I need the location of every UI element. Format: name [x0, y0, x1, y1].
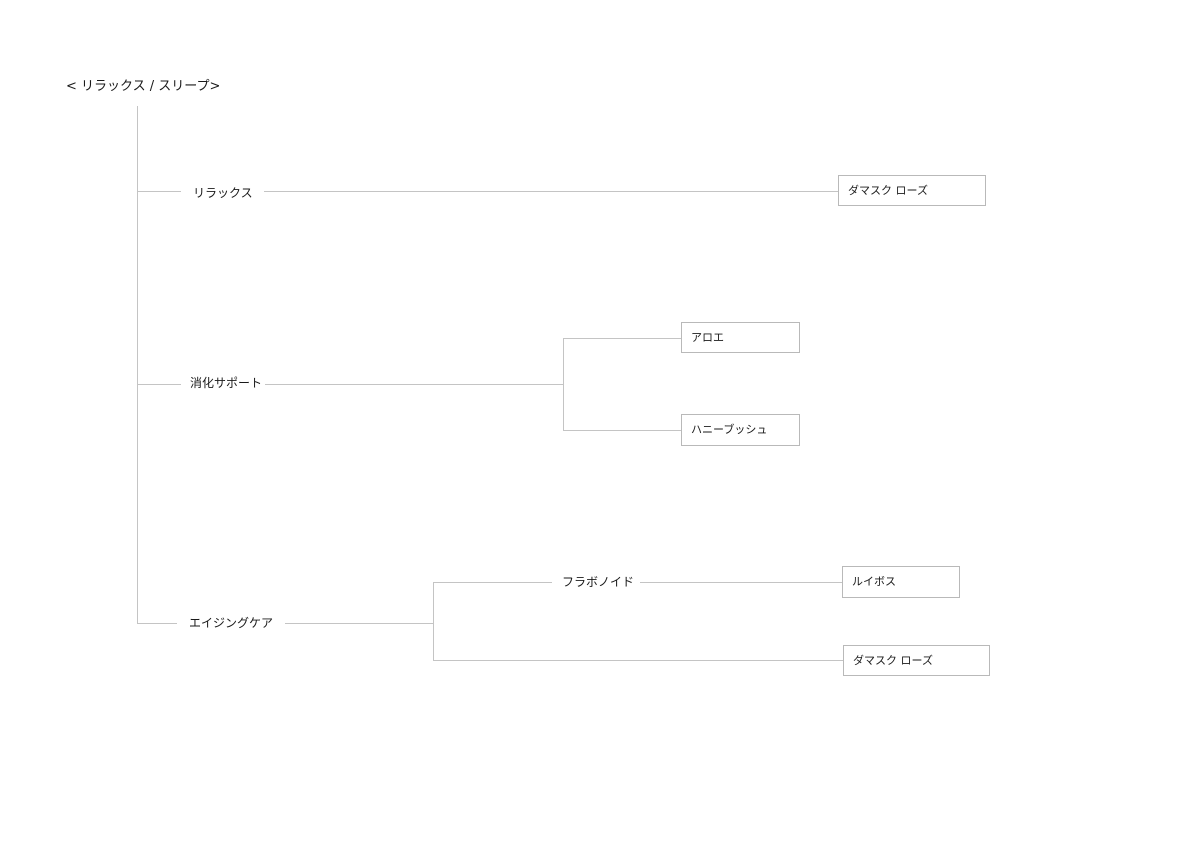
- item-label: ダマスク ローズ: [848, 184, 928, 197]
- category-label-aging-care: エイジングケア: [189, 616, 274, 630]
- item-box-damask-rose-aging: ダマスク ローズ: [843, 645, 990, 676]
- item-label: ハニーブッシュ: [691, 423, 768, 436]
- category-label-relax: リラックス: [193, 186, 253, 200]
- diagram-title: < リラックス / スリープ>: [66, 79, 221, 94]
- item-box-rooibos: ルイボス: [842, 566, 960, 598]
- category-label-digestion: 消化サポート: [190, 376, 263, 390]
- item-label: アロエ: [691, 331, 724, 344]
- item-box-honeybush: ハニーブッシュ: [681, 414, 800, 446]
- item-box-aloe: アロエ: [681, 322, 800, 353]
- item-box-damask-rose: ダマスク ローズ: [838, 175, 986, 206]
- item-label: ダマスク ローズ: [853, 654, 933, 667]
- item-label: ルイボス: [852, 575, 896, 588]
- subgroup-label-flavonoid: フラボノイド: [562, 575, 635, 589]
